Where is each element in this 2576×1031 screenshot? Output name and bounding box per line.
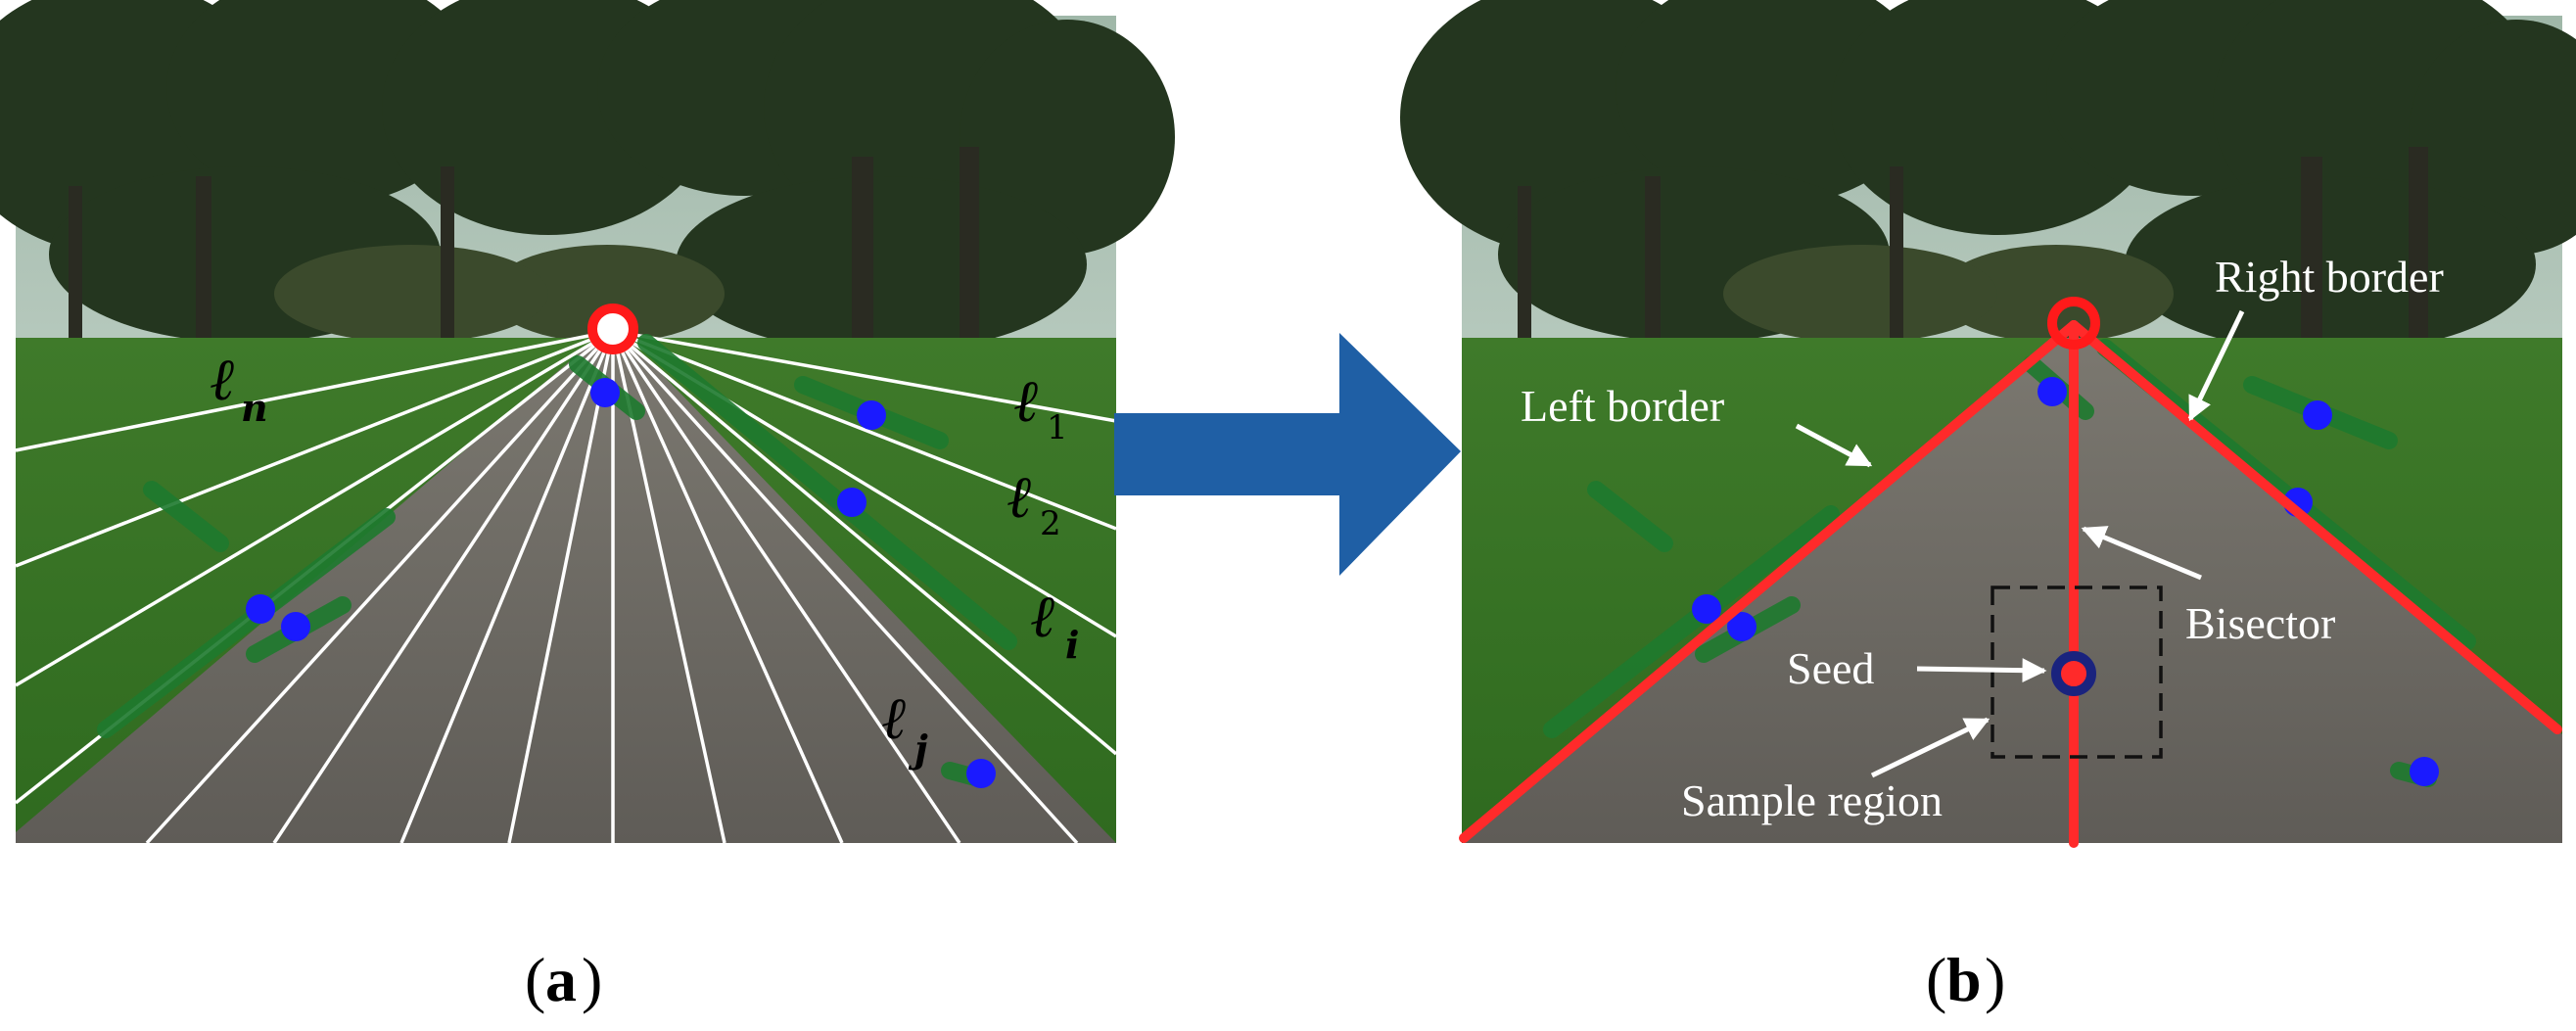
feature-point bbox=[2037, 377, 2067, 406]
annotation-arrows bbox=[1795, 309, 2245, 778]
svg-text:(: ( bbox=[525, 945, 545, 1014]
feature-point bbox=[2410, 757, 2439, 786]
caption-b: ( b ) bbox=[1926, 945, 2005, 1014]
svg-text:ℓ: ℓ bbox=[1007, 463, 1031, 532]
right-border-line bbox=[2069, 320, 2562, 734]
svg-text:1: 1 bbox=[1047, 408, 1068, 447]
ray-line bbox=[15, 329, 614, 568]
ray-line bbox=[145, 329, 615, 845]
svg-text:i: i bbox=[1065, 623, 1079, 667]
svg-text:ℓ: ℓ bbox=[210, 346, 234, 414]
svg-text:n: n bbox=[241, 386, 268, 430]
sample-region-arrow bbox=[1870, 717, 1991, 778]
panel-b: Right border Left border Bisector Seed S… bbox=[1400, 0, 2576, 1014]
ray-line bbox=[15, 329, 614, 452]
svg-text:(: ( bbox=[1926, 945, 1946, 1014]
motion-vectors-a bbox=[97, 334, 1017, 787]
seed-point bbox=[2051, 651, 2096, 696]
ray-line bbox=[272, 330, 615, 844]
feature-points-a bbox=[246, 378, 996, 788]
ray-line bbox=[15, 329, 614, 687]
ray-label-i: ℓ i bbox=[1030, 583, 1079, 667]
ray-line bbox=[611, 330, 844, 844]
ray-line bbox=[399, 330, 615, 844]
caption-a: ( a ) bbox=[525, 945, 602, 1014]
vanishing-point-marker bbox=[587, 304, 638, 354]
left-border-line bbox=[1459, 320, 2079, 843]
bisector-label: Bisector bbox=[2185, 598, 2335, 648]
feature-point bbox=[1727, 612, 1756, 641]
ray-label-2: ℓ 2 bbox=[1007, 463, 1061, 543]
photo-b bbox=[1400, 0, 2576, 843]
sample-region-label: Sample region bbox=[1681, 775, 1943, 825]
feature-point bbox=[966, 759, 996, 788]
svg-text:ℓ: ℓ bbox=[881, 684, 906, 753]
feature-point bbox=[1692, 594, 1721, 624]
ray-label-n: ℓ n bbox=[210, 346, 268, 430]
svg-text:): ) bbox=[1985, 945, 2005, 1014]
ray-line bbox=[612, 329, 1117, 531]
feature-point bbox=[2303, 400, 2332, 430]
feature-point bbox=[590, 378, 620, 407]
vanishing-point-marker bbox=[2047, 297, 2100, 350]
right-border-arrow bbox=[2187, 309, 2245, 422]
ray-line bbox=[611, 329, 1079, 845]
panel-a: ℓ n ℓ 1 ℓ 2 ℓ i ℓ j ( a ) bbox=[0, 0, 1175, 1014]
feature-point bbox=[837, 488, 866, 517]
svg-text:ℓ: ℓ bbox=[1013, 367, 1038, 436]
feature-point bbox=[281, 612, 310, 641]
svg-text:): ) bbox=[582, 945, 602, 1014]
ray-label-1: ℓ 1 bbox=[1013, 367, 1068, 447]
svg-text:b: b bbox=[1946, 945, 1982, 1014]
svg-text:2: 2 bbox=[1040, 504, 1061, 543]
left-border-label: Left border bbox=[1521, 381, 1724, 431]
transition-arrow bbox=[1114, 333, 1461, 576]
ray-fan bbox=[14, 329, 1118, 845]
ray-line bbox=[611, 330, 961, 844]
seed-arrow bbox=[1916, 658, 2047, 683]
right-border-label: Right border bbox=[2215, 252, 2444, 302]
photo-a bbox=[0, 0, 1175, 843]
ray-line bbox=[507, 330, 615, 844]
feature-point bbox=[246, 594, 275, 624]
ray-line bbox=[611, 329, 1118, 756]
ray-line bbox=[612, 329, 1117, 423]
feature-point bbox=[857, 400, 886, 430]
svg-text:a: a bbox=[545, 945, 577, 1014]
seed-label: Seed bbox=[1787, 643, 1874, 693]
bisector-arrow bbox=[2081, 526, 2202, 581]
feature-points-b bbox=[1692, 377, 2439, 786]
left-border-arrow bbox=[1795, 423, 1873, 468]
svg-text:ℓ: ℓ bbox=[1030, 583, 1054, 651]
